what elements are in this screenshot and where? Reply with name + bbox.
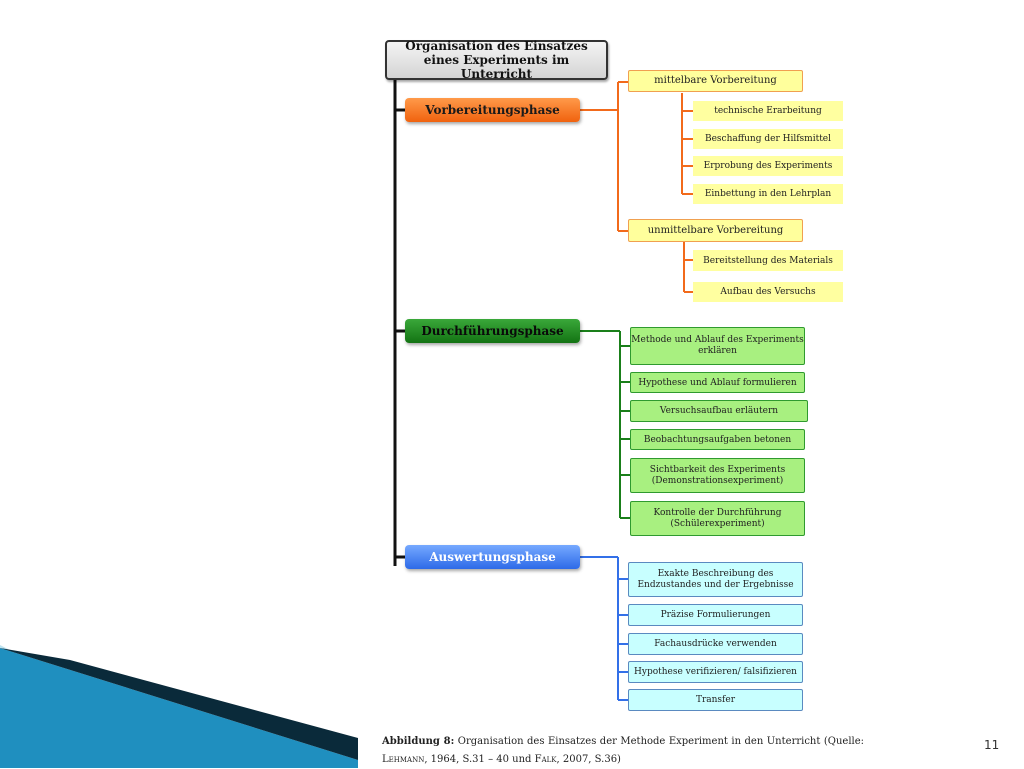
node-transfer: Transfer: [628, 689, 803, 711]
caption-author-2: Falk: [534, 754, 557, 765]
node-technical-terms: Fachausdrücke verwenden: [628, 633, 803, 655]
caption-ref-2: , 2007, S.36): [556, 754, 621, 765]
node-test-experiment: Erprobung des Experiments: [693, 156, 843, 176]
node-technical-development: technische Erarbeitung: [693, 101, 843, 121]
node-provide-materials: Bereitstellung des Materials: [693, 250, 843, 271]
subgroup-direct-preparation: unmittelbare Vorbereitung: [628, 219, 803, 242]
orange-connectors: [580, 81, 693, 293]
node-curriculum-embedding: Einbettung in den Lehrplan: [693, 184, 843, 204]
figure-caption: Abbildung 8: Organisation des Einsatzes …: [382, 733, 864, 769]
phase-execution: Durchführungsphase: [405, 319, 580, 343]
deco-band-dark: [0, 648, 358, 760]
node-setup-experiment: Aufbau des Versuchs: [693, 282, 843, 302]
caption-text: Organisation des Einsatzes der Methode E…: [457, 736, 865, 747]
deco-band-blue: [0, 648, 358, 768]
node-exact-description: Exakte Beschreibung des Endzustandes und…: [628, 562, 803, 597]
deco-band-white: [358, 720, 370, 768]
root-node: Organisation des Einsatzes eines Experim…: [385, 39, 608, 81]
phase-evaluation: Auswertungsphase: [405, 545, 580, 569]
blue-connectors: [580, 556, 628, 701]
node-formulate-hypothesis: Hypothese und Ablauf formulieren: [630, 372, 805, 393]
node-explain-setup: Versuchsaufbau erläutern: [630, 400, 808, 422]
subgroup-indirect-preparation: mittelbare Vorbereitung: [628, 70, 803, 92]
node-verify-hypothesis: Hypothese verifizieren/ falsifizieren: [628, 661, 803, 683]
green-connectors: [580, 330, 630, 519]
node-procure-tools: Beschaffung der Hilfsmittel: [693, 129, 843, 149]
node-observation-tasks: Beobachtungsaufgaben betonen: [630, 429, 805, 450]
node-precise-formulation: Präzise Formulierungen: [628, 604, 803, 626]
caption-ref-1: , 1964, S.31 – 40 und: [424, 754, 532, 765]
phase-preparation: Vorbereitungsphase: [405, 98, 580, 122]
node-visibility: Sichtbarkeit des Experiments (Demonstrat…: [630, 458, 805, 493]
page-number: 11: [984, 738, 1000, 752]
node-control-execution: Kontrolle der Durchführung (Schülerexper…: [630, 501, 805, 536]
node-explain-method: Methode und Ablauf des Experiments erklä…: [630, 327, 805, 365]
caption-author-1: Lehmann: [382, 754, 425, 765]
caption-label: Abbildung 8:: [382, 736, 455, 747]
